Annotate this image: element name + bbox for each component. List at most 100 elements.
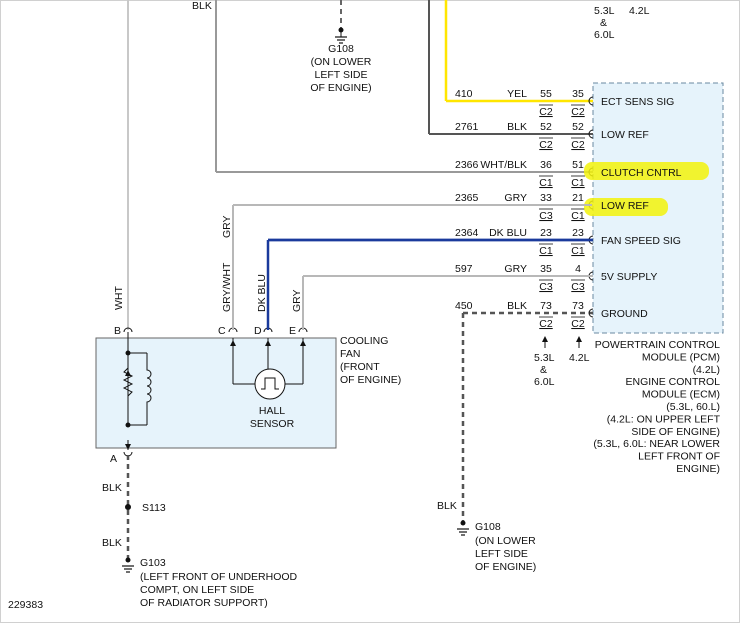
connector-right: C2 bbox=[571, 106, 585, 118]
wire-c-label: GRY/WHT bbox=[221, 262, 233, 312]
g108-top-name: G108 bbox=[328, 43, 354, 55]
fan-title-1: COOLING bbox=[340, 335, 388, 347]
pin-right: 21 bbox=[572, 192, 584, 204]
connector-right: C1 bbox=[571, 177, 585, 189]
pcm-desc-line: MODULE (ECM) bbox=[642, 389, 720, 401]
connector-left: C1 bbox=[539, 245, 553, 257]
pcm-desc-line: ENGINE) bbox=[676, 463, 720, 475]
mid-blk-label: BLK bbox=[437, 500, 457, 512]
pin-left: 35 bbox=[540, 263, 552, 275]
fan-title-3: (FRONT bbox=[340, 361, 380, 373]
pcm-desc-line: (4.2L) bbox=[693, 364, 720, 376]
resistor-symbol bbox=[122, 367, 134, 397]
top-53: 5.3L bbox=[594, 5, 615, 17]
wire-color: DK BLU bbox=[489, 227, 527, 239]
pin-right: 51 bbox=[572, 159, 584, 171]
g103-line3: OF RADIATOR SUPPORT) bbox=[140, 597, 268, 609]
g103-line1: (LEFT FRONT OF UNDERHOOD bbox=[140, 571, 298, 583]
g108-top-line2: LEFT SIDE bbox=[315, 69, 368, 81]
wire-color: WHT/BLK bbox=[480, 159, 527, 171]
pin-right: 73 bbox=[572, 300, 584, 312]
fan-title-4: OF ENGINE) bbox=[340, 374, 401, 386]
hall-label-1: HALL bbox=[259, 405, 285, 417]
pin-left: 55 bbox=[540, 88, 552, 100]
pcm-desc-line: (5.3L, 6.0L: NEAR LOWER bbox=[593, 438, 720, 450]
pin-right: 52 bbox=[572, 121, 584, 133]
pcm-desc-line: (5.3L, 60.L) bbox=[666, 401, 720, 413]
pcm-bottom-53: 5.3L bbox=[534, 352, 555, 364]
square-wave-icon bbox=[261, 377, 279, 390]
pcm-bottom-amp: & bbox=[540, 364, 547, 376]
hall-label-2: SENSOR bbox=[250, 418, 295, 430]
signal-fan-speed-sig: FAN SPEED SIG bbox=[601, 235, 681, 247]
coil-symbol bbox=[146, 353, 152, 425]
pin-left: 33 bbox=[540, 192, 552, 204]
pcm-desc-line: SIDE OF ENGINE) bbox=[631, 426, 720, 438]
pcm-bottom-42: 4.2L bbox=[569, 352, 590, 364]
pcm-pin-connector bbox=[588, 129, 594, 139]
pcm-bottom-60: 6.0L bbox=[534, 376, 555, 388]
g108-mid-line1: (ON LOWER bbox=[475, 535, 536, 547]
connector-left: C2 bbox=[539, 318, 553, 330]
connector-right: C3 bbox=[571, 281, 585, 293]
circuit-number: 597 bbox=[455, 263, 473, 275]
circuit-number: 2366 bbox=[455, 159, 479, 171]
arrow-up-53 bbox=[542, 336, 548, 342]
signal-clutch-cntrl: CLUTCH CNTRL bbox=[601, 167, 682, 179]
connector-right: C1 bbox=[571, 210, 585, 222]
wire-color: BLK bbox=[507, 300, 527, 312]
pin-c-label: C bbox=[218, 325, 226, 337]
highlight-low-ref bbox=[584, 198, 668, 216]
g108-top-line3: OF ENGINE) bbox=[310, 82, 371, 94]
g108-mid-line2: LEFT SIDE bbox=[475, 548, 528, 560]
top-blk-label: BLK bbox=[192, 0, 212, 12]
circuit-number: 2761 bbox=[455, 121, 479, 133]
fan-title-2: FAN bbox=[340, 348, 360, 360]
s113-label: S113 bbox=[142, 502, 166, 514]
circuit-number: 2364 bbox=[455, 227, 479, 239]
connector-left: C1 bbox=[539, 177, 553, 189]
circuit-number: 450 bbox=[455, 300, 473, 312]
pin-left: 36 bbox=[540, 159, 552, 171]
wire-b-label: WHT bbox=[113, 286, 125, 310]
pin-right: 35 bbox=[572, 88, 584, 100]
wire-c-upper-label: GRY bbox=[221, 215, 233, 238]
pin-a-label: A bbox=[110, 453, 117, 465]
wire-color: GRY bbox=[504, 192, 527, 204]
signal-ground: GROUND bbox=[601, 308, 648, 320]
connector-right: C1 bbox=[571, 245, 585, 257]
arrow-up-42 bbox=[576, 336, 582, 342]
pcm-pin-connector bbox=[588, 308, 594, 318]
signal-low-ref: LOW REF bbox=[601, 129, 649, 141]
splice-s113 bbox=[125, 504, 131, 510]
connector-left: C3 bbox=[539, 210, 553, 222]
pcm-desc-line: MODULE (PCM) bbox=[642, 351, 720, 363]
pin-left: 52 bbox=[540, 121, 552, 133]
connector-left: C2 bbox=[539, 139, 553, 151]
hall-sensor-icon bbox=[254, 368, 286, 400]
top-42: 4.2L bbox=[629, 5, 650, 17]
highlight-clutch-cntrl bbox=[584, 162, 709, 180]
g108-mid-line3: OF ENGINE) bbox=[475, 561, 536, 573]
wire-color: YEL bbox=[507, 88, 527, 100]
cooling-fan-box bbox=[95, 337, 337, 449]
pin-right: 4 bbox=[575, 263, 581, 275]
pin-d-label: D bbox=[254, 325, 262, 337]
signal-low-ref: LOW REF bbox=[601, 200, 649, 212]
connector-right: C2 bbox=[571, 318, 585, 330]
g108-top-line1: (ON LOWER bbox=[311, 56, 372, 68]
connector-left: C2 bbox=[539, 106, 553, 118]
signal-5v-supply: 5V SUPPLY bbox=[601, 271, 657, 283]
wire-e-label: GRY bbox=[291, 289, 303, 312]
pin-b-label: B bbox=[114, 325, 121, 337]
lower-blk-2: BLK bbox=[102, 537, 122, 549]
top-amp: & bbox=[600, 17, 607, 29]
circuit-number: 2365 bbox=[455, 192, 479, 204]
pcm-desc-line: POWERTRAIN CONTROL bbox=[595, 339, 720, 351]
wire-color: GRY bbox=[504, 263, 527, 275]
pin-left: 73 bbox=[540, 300, 552, 312]
lower-blk-1: BLK bbox=[102, 482, 122, 494]
